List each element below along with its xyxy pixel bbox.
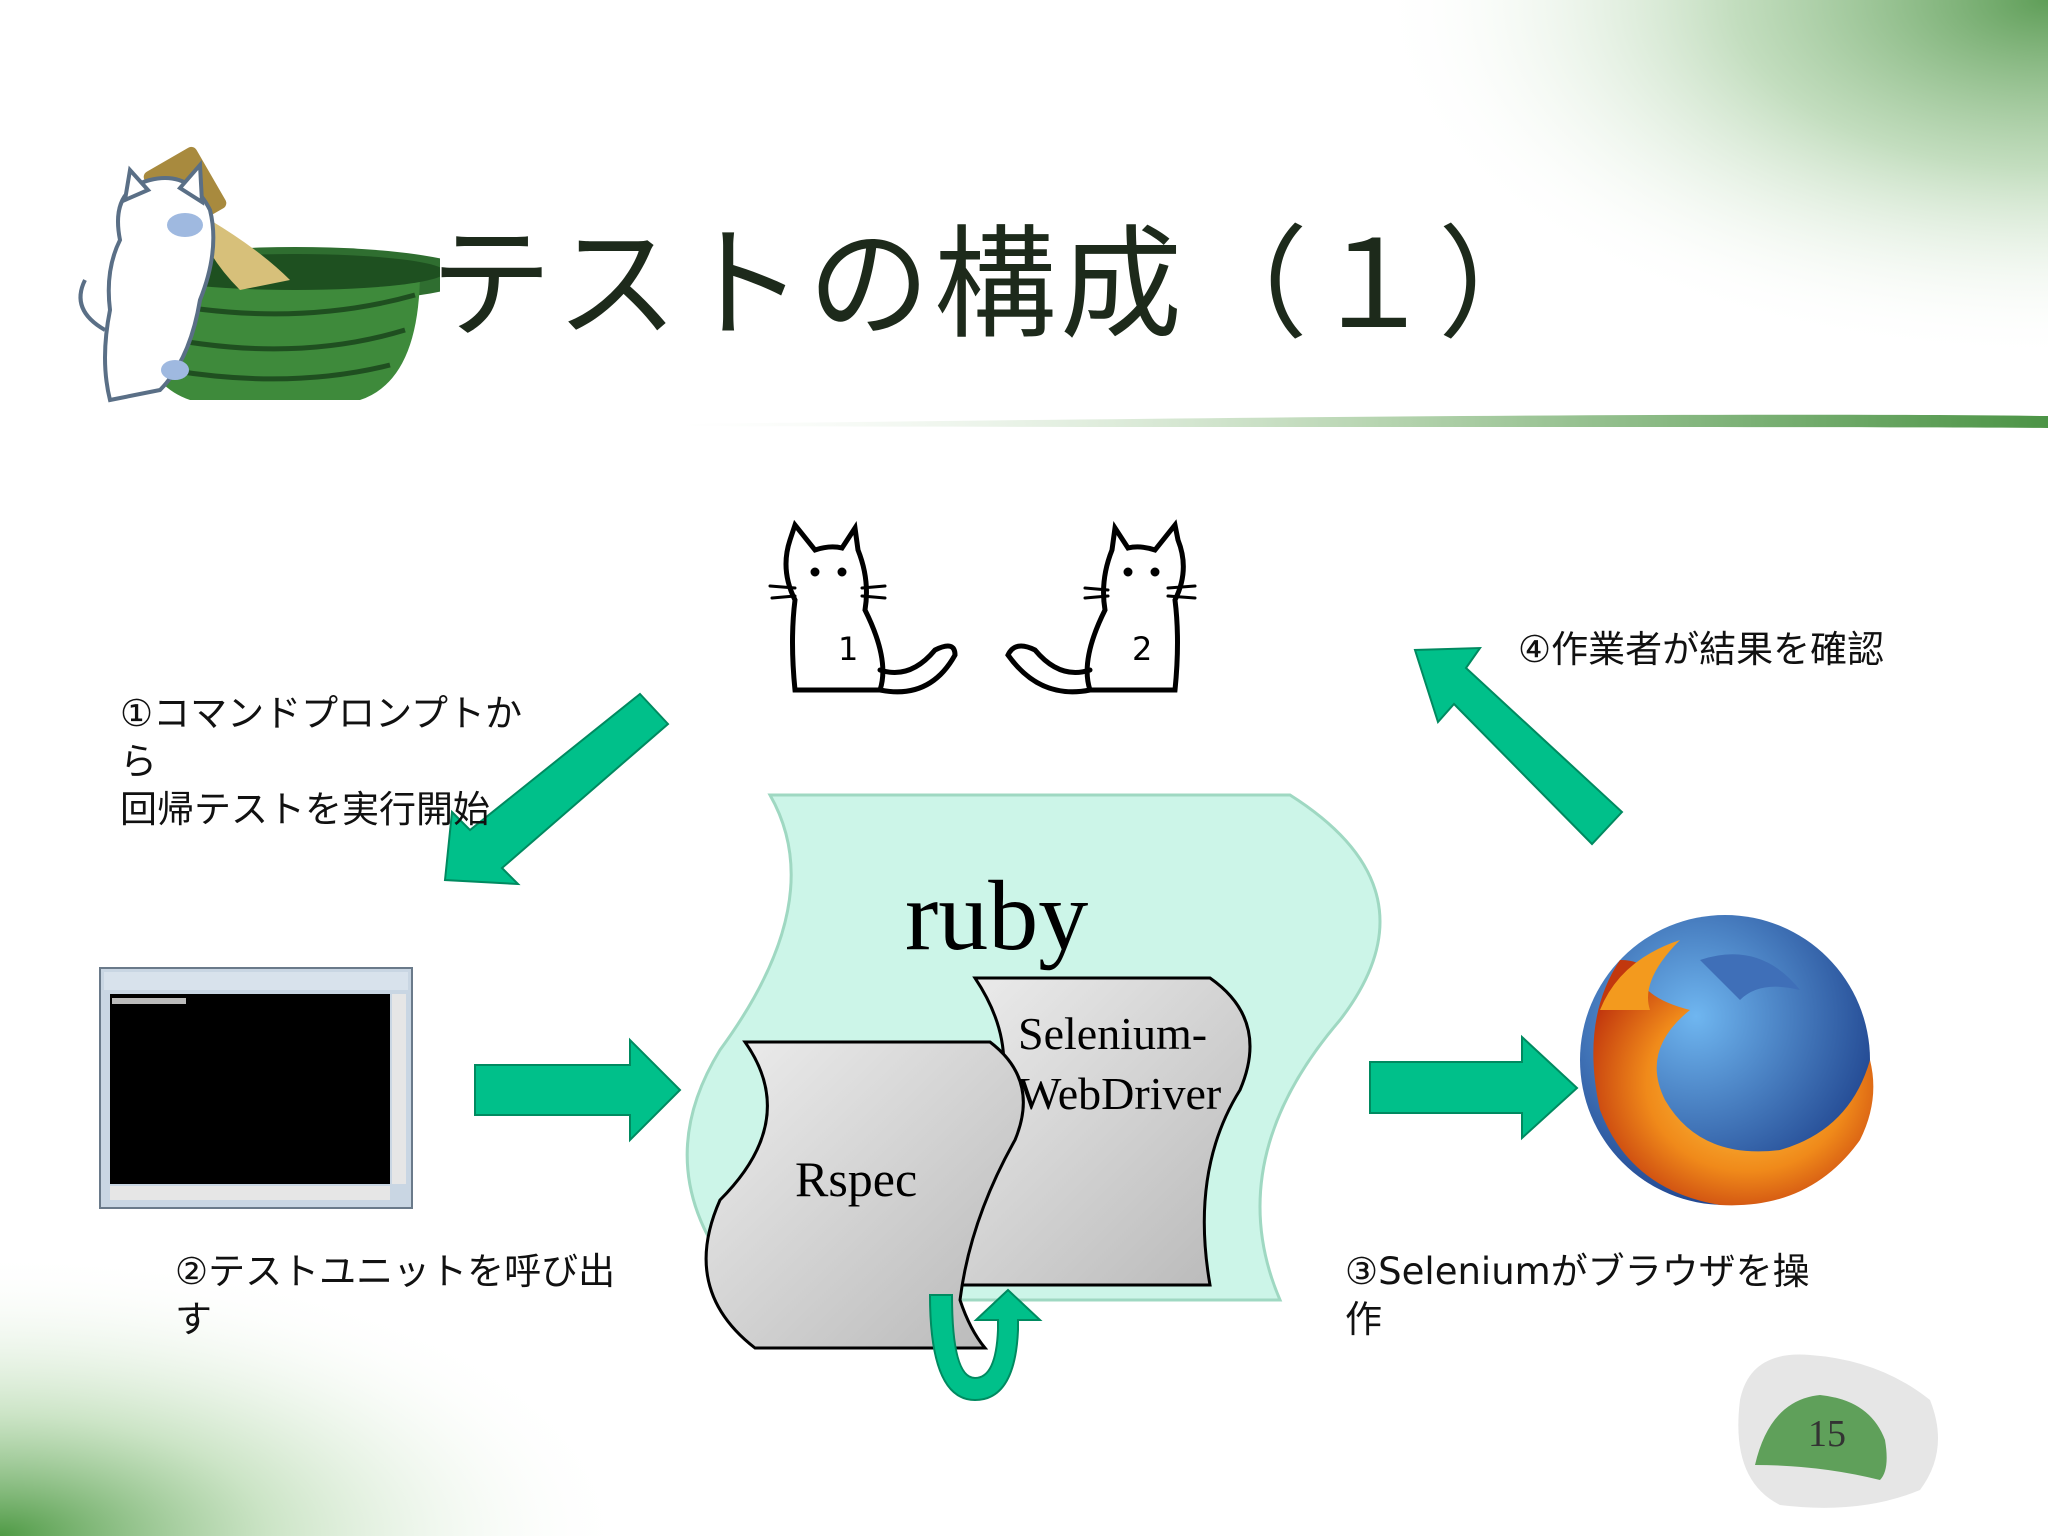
- step2-line2: す: [175, 1298, 212, 1341]
- selenium-line2: WebDriver: [1018, 1068, 1222, 1119]
- step1-line3: 回帰テストを実行開始: [120, 788, 490, 831]
- arrow-step2: [474, 1037, 682, 1143]
- arrow-step3: [1369, 1034, 1579, 1141]
- call-loop-arrow: [928, 1288, 1043, 1402]
- selenium-line1: Selenium-: [1018, 1008, 1208, 1059]
- cat-2-label: 2: [1132, 630, 1153, 668]
- step1-label: ①コマンドプロンプトか ら 回帰テストを実行開始: [120, 690, 522, 834]
- step2-line1: ②テストユニットを呼び出: [175, 1250, 616, 1293]
- step4-label: ④作業者が結果を確認: [1518, 628, 1885, 671]
- cat-1-label: 1: [838, 630, 859, 668]
- page-number: 15: [1808, 1413, 1846, 1455]
- step2-label: ②テストユニットを呼び出 す: [175, 1248, 615, 1344]
- arrow-step4: [1413, 646, 1624, 846]
- firefox-icon: [1580, 915, 1874, 1206]
- step3-line2: 作: [1345, 1298, 1382, 1341]
- step3-label: ③Seleniumがブラウザを操 作: [1345, 1248, 1810, 1344]
- command-prompt-window-icon: [99, 967, 413, 1209]
- rspec-label: Rspec: [795, 1151, 918, 1207]
- page-number-badge: [1738, 1354, 1938, 1508]
- selenium-webdriver-label: Selenium- WebDriver: [1018, 1004, 1221, 1124]
- step1-line1: ①コマンドプロンプトか: [120, 692, 523, 735]
- cat-1-icon: [768, 519, 958, 695]
- slide-title: テストの構成（１）: [430, 214, 1564, 356]
- rspec-card: [704, 1040, 1025, 1350]
- cat-drinking-icon: [78, 159, 216, 403]
- arrow-step1: [443, 692, 670, 886]
- cat-matcha-illustration: [78, 146, 440, 403]
- step1-line2: ら: [120, 740, 157, 783]
- ruby-label: ruby: [905, 860, 1089, 971]
- cat-2-icon: [1005, 519, 1197, 695]
- step3-line1: ③Seleniumがブラウザを操: [1345, 1250, 1810, 1293]
